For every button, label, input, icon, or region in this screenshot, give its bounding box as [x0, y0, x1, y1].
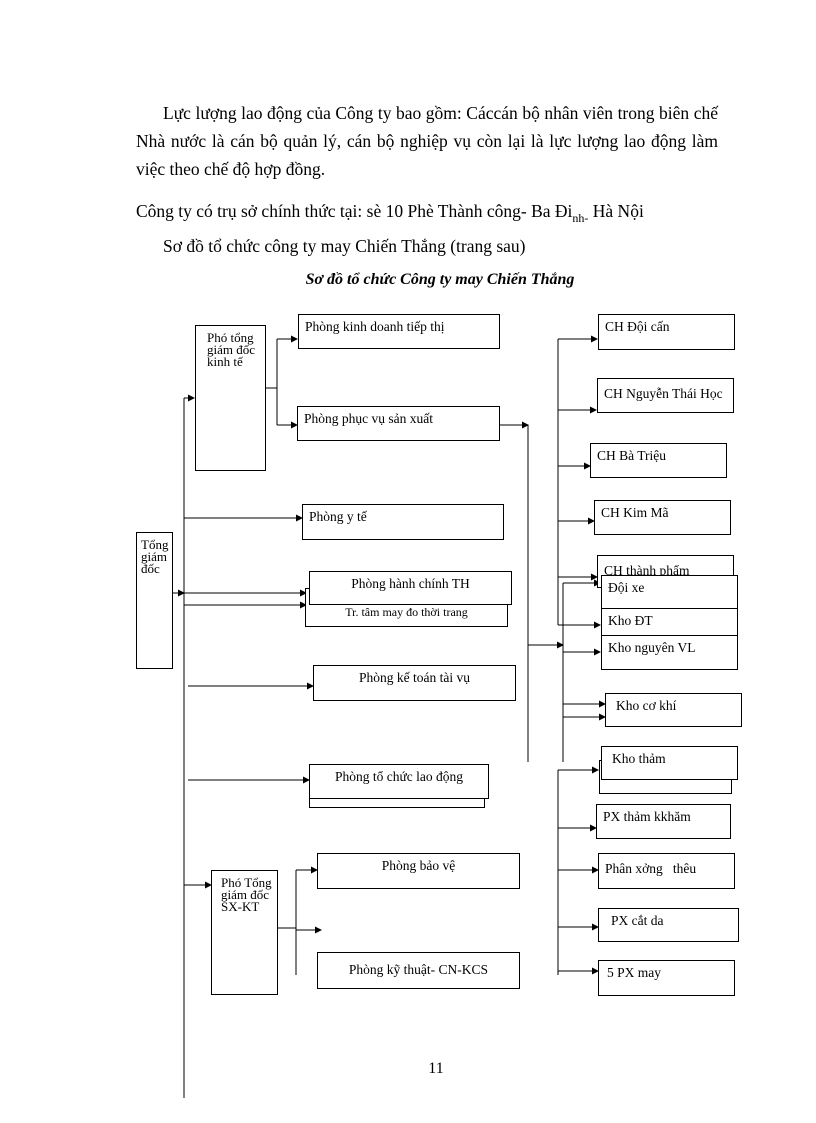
box-px-cat-da: PX cắt da	[598, 908, 739, 942]
box-phong-y-te: Phòng y tế	[302, 504, 504, 540]
page-number: 11	[428, 1060, 444, 1077]
box-px-cat-da-label: PX cắt da	[611, 913, 664, 928]
box-doi-xe-label: Đội xe	[608, 580, 645, 595]
box-kho-co-khi-label: Kho cơ khí	[616, 698, 677, 713]
box-phong-ky-thuat-label: Phòng kỹ thuật- CN-KCS	[348, 962, 489, 977]
box-phong-ke-toan: Phòng kế toán tài vụ	[313, 665, 516, 701]
box-kho-dt-label: Kho ĐT	[608, 613, 653, 628]
box-pho-tgd-kinh-te-label: Phó tổng giám đốc kinh tế	[207, 330, 256, 369]
box-kho-nguyen-vl: Kho nguyên VL	[601, 635, 738, 670]
headquarters-subscript: nh-	[572, 211, 589, 225]
box-ch-nguyen-thai-hoc-label: CH Nguyễn Thái Học	[604, 386, 723, 401]
box-phan-xong-theu: Phân xởng thêu	[598, 853, 735, 889]
box-ch-nguyen-thai-hoc: CH Nguyễn Thái Học	[597, 378, 734, 413]
box-phong-y-te-label: Phòng y tế	[309, 509, 367, 524]
box-px-tham-khham-label: PX thảm kkhăm	[603, 809, 691, 824]
paragraph-headquarters: Công ty có trụ sở chính thức tại: sè 10 …	[136, 197, 736, 232]
box-pho-tgd-kinh-te: Phó tổng giám đốc kinh tế	[195, 325, 266, 471]
box-px-may-label: 5 PX may	[607, 965, 661, 980]
box-pho-tgd-sxkt-label: Phó Tổng giám đốc SX-KT	[221, 875, 272, 914]
box-kho-co-khi: Kho cơ khí	[605, 693, 742, 727]
box-pho-tgd-sxkt: Phó Tổng giám đốc SX-KT	[211, 870, 278, 995]
box-phong-ky-thuat: Phòng kỹ thuật- CN-KCS	[317, 952, 520, 989]
headquarters-text: Công ty có trụ sở chính thức tại: sè 10 …	[136, 201, 573, 221]
box-px-tham-khham: PX thảm kkhăm	[596, 804, 731, 839]
box-kho-nguyen-vl-label: Kho nguyên VL	[608, 640, 696, 655]
box-tong-giam-doc: Tổng giám đốc	[136, 532, 173, 669]
box-phong-kinh-doanh: Phòng kinh doanh tiếp thị	[298, 314, 500, 349]
box-doi-xe: Đội xe	[601, 575, 738, 609]
box-phong-hanh-chinh: Phòng hành chính TH	[309, 571, 512, 605]
headquarters-city: Hà Nội	[588, 201, 644, 221]
box-ch-ba-trieu-label: CH Bà Triệu	[597, 448, 667, 463]
box-phong-phuc-vu-label: Phòng phục vụ sản xuất	[304, 411, 433, 426]
box-tong-giam-doc-label: Tổng giám đốc	[141, 537, 169, 576]
diagram-title: Sơ đồ tổ chức Công ty may Chiến Thắng	[305, 271, 575, 288]
box-phan-xong-theu-label: Phân xởng thêu	[605, 861, 697, 876]
box-phong-kinh-doanh-label: Phòng kinh doanh tiếp thị	[305, 319, 445, 334]
box-ch-doi-can-label: CH Đội cấn	[605, 319, 670, 334]
box-phong-bao-ve: Phòng bảo vệ	[317, 853, 520, 889]
box-kho-dt: Kho ĐT	[601, 608, 738, 636]
paragraph-workforce: Lực lượng lao động của Công ty bao gồm: …	[136, 103, 718, 179]
box-px-may: 5 PX may	[598, 960, 735, 996]
box-kho-tham: Kho thảm	[601, 746, 738, 780]
box-phong-bao-ve-label: Phòng bảo vệ	[381, 858, 456, 873]
box-ch-thanh-pham-label: CH thành phẩm	[604, 563, 690, 578]
box-ch-kim-ma-label: CH Kim Mã	[601, 505, 669, 520]
box-kho-tham-label: Kho thảm	[612, 751, 666, 766]
box-ch-doi-can: CH Đội cấn	[598, 314, 735, 350]
box-ch-ba-trieu: CH Bà Triệu	[590, 443, 727, 478]
box-phong-ke-toan-label: Phòng kế toán tài vụ	[359, 670, 470, 685]
box-phong-hanh-chinh-label: Phòng hành chính TH	[351, 576, 470, 591]
paragraph-diagram-reference: Sơ đồ tổ chức công ty may Chiến Thắng (t…	[163, 236, 526, 256]
box-tt-tam-may-label: Tr. tâm may đo thời trang	[345, 605, 468, 619]
box-ch-kim-ma: CH Kim Mã	[594, 500, 731, 535]
box-phong-to-chuc-label: Phòng tổ chức lao động	[334, 769, 464, 784]
box-phong-phuc-vu: Phòng phục vụ sản xuất	[297, 406, 500, 441]
box-phong-to-chuc: Phòng tổ chức lao động	[309, 764, 489, 799]
